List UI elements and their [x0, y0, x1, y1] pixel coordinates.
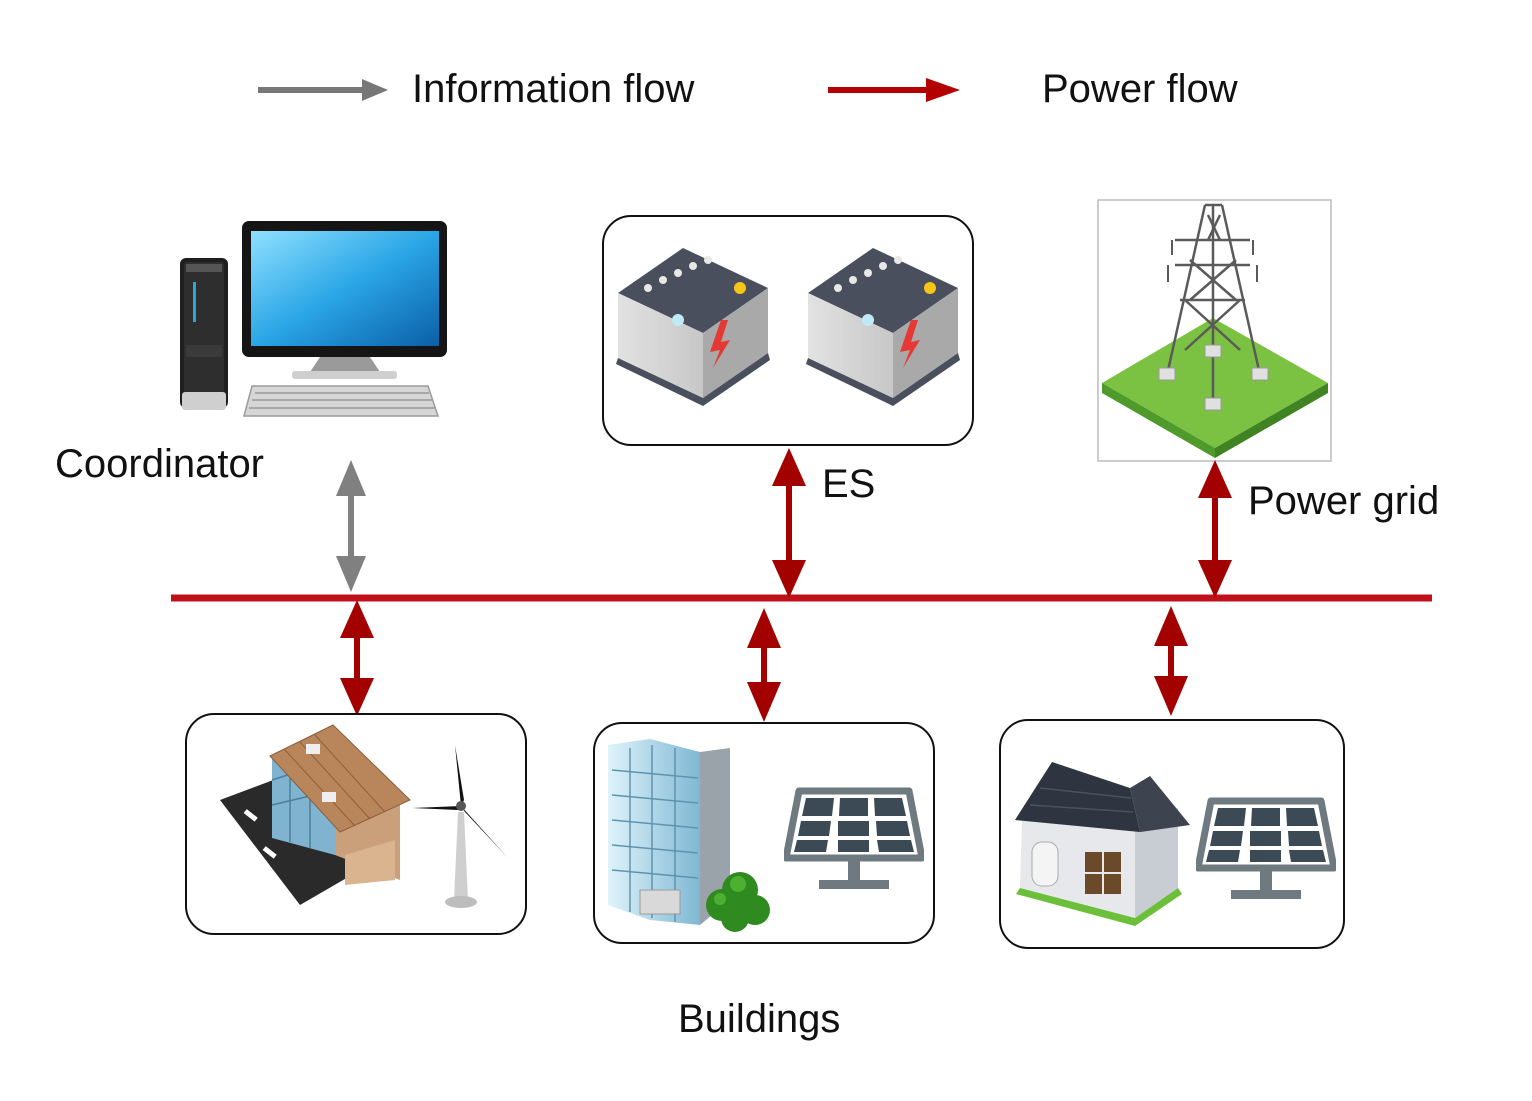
building-1-power-arrow	[340, 600, 374, 716]
wind-turbine-icon	[412, 745, 508, 908]
house-icon	[1015, 762, 1190, 926]
es-label: ES	[822, 462, 875, 506]
power-grid-label: Power grid	[1248, 479, 1439, 523]
legend-power-flow-arrow	[828, 78, 960, 102]
legend-information-flow-label: Information flow	[412, 67, 694, 111]
desktop-computer-icon	[180, 221, 447, 417]
building-2-power-arrow	[747, 608, 781, 722]
transmission-tower-icon	[1102, 203, 1328, 458]
coordinator-label: Coordinator	[55, 442, 264, 486]
legend-information-flow-arrow	[258, 79, 388, 101]
legend: Information flow Power flow	[258, 67, 1238, 111]
building-3-power-arrow	[1154, 606, 1188, 716]
power-grid-power-arrow	[1198, 460, 1232, 598]
warehouse-icon	[220, 724, 411, 905]
legend-power-flow-label: Power flow	[1042, 67, 1238, 111]
battery-icon	[616, 248, 960, 406]
es-power-arrow	[772, 448, 806, 598]
buildings-label: Buildings	[678, 997, 840, 1041]
coordinator-information-arrow	[336, 460, 366, 592]
office-tower-icon	[608, 739, 770, 932]
